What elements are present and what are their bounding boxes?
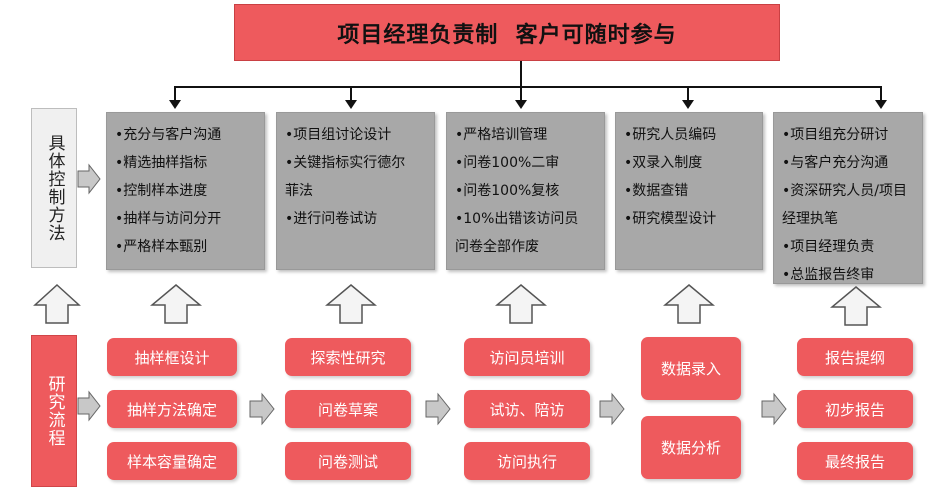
right-arrow-icon bbox=[425, 392, 451, 426]
up-arrow-icon bbox=[325, 284, 377, 324]
method-item: •项目组充分研讨 bbox=[782, 127, 889, 143]
right-arrow-icon bbox=[249, 392, 275, 426]
method-item: •控制样本进度 bbox=[115, 183, 208, 199]
up-arrow-icon bbox=[33, 283, 81, 324]
step-questionnaire-draft: 问卷草案 bbox=[285, 390, 411, 428]
step-report-outline: 报告提纲 bbox=[797, 338, 913, 376]
method-item: 经理执笔 bbox=[782, 211, 838, 227]
up-arrow-icon bbox=[150, 284, 202, 324]
control-methods-label: 具体控制方法 bbox=[31, 108, 77, 268]
method-item: •进行问卷试访 bbox=[285, 211, 378, 227]
method-item: •抽样与访问分开 bbox=[115, 211, 222, 227]
research-process-label: 研究流程 bbox=[31, 335, 77, 487]
method-item: •研究模型设计 bbox=[624, 211, 717, 227]
method-item: •项目组讨论设计 bbox=[285, 127, 392, 143]
method-box-fieldwork: •严格培训管理 •问卷100%二审 •问卷100%复核 •10%出错该访问员 问… bbox=[446, 112, 605, 270]
method-item: •严格培训管理 bbox=[455, 127, 548, 143]
method-box-data: •研究人员编码 •双录入制度 •数据查错 •研究模型设计 bbox=[615, 112, 763, 270]
step-interviewer-training: 访问员培训 bbox=[464, 338, 590, 376]
up-arrow-icon bbox=[830, 286, 882, 326]
method-box-report: •项目组充分研讨 •与客户充分沟通 •资深研究人员/项目 经理执笔 •项目经理负… bbox=[773, 112, 923, 284]
method-item: •项目经理负责 bbox=[782, 239, 875, 255]
method-box-sampling: •充分与客户沟通 •精选抽样指标 •控制样本进度 •抽样与访问分开 •严格样本甄… bbox=[106, 112, 265, 270]
step-sampling-frame: 抽样框设计 bbox=[107, 338, 237, 376]
method-item: •双录入制度 bbox=[624, 155, 703, 171]
method-item: •与客户充分沟通 bbox=[782, 155, 889, 171]
method-item: 菲法 bbox=[285, 183, 313, 199]
step-exploratory-research: 探索性研究 bbox=[285, 338, 411, 376]
method-item: •严格样本甄别 bbox=[115, 239, 208, 255]
method-box-questionnaire: •项目组讨论设计 •关键指标实行德尔 菲法 •进行问卷试访 bbox=[276, 112, 435, 270]
right-arrow-icon bbox=[761, 392, 787, 426]
method-item: •精选抽样指标 bbox=[115, 155, 208, 171]
step-sampling-method: 抽样方法确定 bbox=[107, 390, 237, 428]
method-item: •10%出错该访问员 bbox=[455, 211, 579, 227]
right-arrow-icon bbox=[77, 390, 101, 422]
page-title: 项目经理负责制 客户可随时参与 bbox=[234, 4, 780, 61]
up-arrow-icon bbox=[663, 284, 715, 324]
method-item: •充分与客户沟通 bbox=[115, 127, 222, 143]
method-item: •问卷100%复核 bbox=[455, 183, 560, 199]
right-arrow-icon bbox=[599, 392, 625, 426]
method-item: •问卷100%二审 bbox=[455, 155, 560, 171]
step-trial-interview: 试访、陪访 bbox=[464, 390, 590, 428]
method-item: •资深研究人员/项目 bbox=[782, 183, 907, 199]
step-data-entry: 数据录入 bbox=[641, 337, 741, 400]
method-item: 问卷全部作废 bbox=[455, 239, 539, 255]
step-interview-execution: 访问执行 bbox=[464, 442, 590, 480]
method-item: •关键指标实行德尔 bbox=[285, 155, 406, 171]
step-data-analysis: 数据分析 bbox=[641, 416, 741, 479]
right-arrow-icon bbox=[77, 163, 101, 195]
step-questionnaire-test: 问卷测试 bbox=[285, 442, 411, 480]
up-arrow-icon bbox=[495, 284, 547, 324]
step-preliminary-report: 初步报告 bbox=[797, 390, 913, 428]
step-sample-size: 样本容量确定 bbox=[107, 442, 237, 480]
step-final-report: 最终报告 bbox=[797, 442, 913, 480]
method-item: •总监报告终审 bbox=[782, 267, 875, 283]
method-item: •研究人员编码 bbox=[624, 127, 717, 143]
method-item: •数据查错 bbox=[624, 183, 689, 199]
